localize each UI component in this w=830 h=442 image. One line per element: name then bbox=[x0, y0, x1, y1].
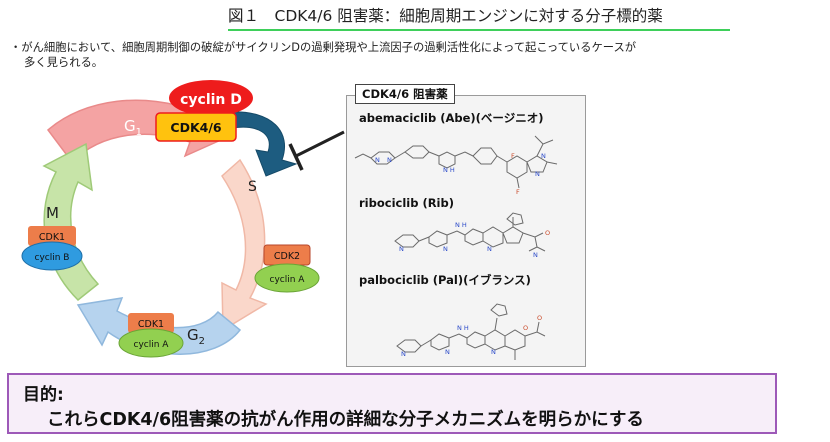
panel-title: CDK4/6 阻害薬 bbox=[355, 84, 455, 104]
intro-text: ・がん細胞において、細胞周期制御の破綻がサイクリンDの過剰発現や上流因子の過剰活… bbox=[10, 40, 825, 70]
phase-g1-label: G1 bbox=[124, 117, 142, 138]
atom-nh: N H bbox=[457, 324, 469, 332]
abemaciclib-structure: N N N H F F N N bbox=[354, 135, 558, 196]
cyclin-b-badge bbox=[21, 241, 83, 271]
intro-line-2: 多く見られる。 bbox=[24, 56, 104, 69]
inhibitor-panel: CDK4/6 阻害薬 abemaciclib (Abe)(ベージニオ) N N … bbox=[346, 84, 586, 367]
drug-name-palbociclib: palbociclib (Pal)(イブランス) bbox=[359, 273, 531, 287]
m-phase-arrow bbox=[42, 142, 100, 302]
phase-m-label: M bbox=[46, 204, 59, 222]
drug-name-ribociclib: ribociclib (Rib) bbox=[359, 196, 454, 210]
s-phase-arrow bbox=[221, 158, 268, 332]
atom-n: N bbox=[445, 348, 450, 356]
cdk46-label: CDK4/6 bbox=[170, 120, 221, 135]
atom-o: O bbox=[523, 324, 528, 332]
atom-n: N bbox=[375, 156, 380, 164]
inhibition-bar bbox=[288, 143, 304, 171]
figure-title: 図１ CDK4/6 阻害薬：細胞周期エンジンに対する分子標的薬 bbox=[228, 7, 663, 25]
goal-text: これらCDK4/6阻害薬の抗がん作用の詳細な分子メカニズムを明らかにする bbox=[47, 410, 644, 430]
phase-s-label: S bbox=[248, 179, 257, 195]
atom-nh: N H bbox=[455, 221, 467, 229]
cyclin-b-label: cyclin B bbox=[35, 253, 70, 263]
phase-g2-label: G2 bbox=[187, 326, 205, 347]
atom-f: F bbox=[511, 152, 515, 160]
goal-box: 目的: これらCDK4/6阻害薬の抗がん作用の詳細な分子メカニズムを明らかにする bbox=[7, 373, 777, 434]
cyclin-d-badge bbox=[169, 80, 253, 116]
cyclin-a-g2-badge bbox=[118, 328, 184, 358]
atom-n: N bbox=[399, 245, 404, 253]
atom-n: N bbox=[533, 251, 538, 259]
atom-o: O bbox=[537, 314, 542, 322]
atom-n: N bbox=[487, 245, 492, 253]
cyclin-a-s-label: cyclin A bbox=[270, 275, 306, 285]
palbociclib-structure: N N N H N O O bbox=[396, 303, 546, 360]
cyclin-d-label: cyclin D bbox=[180, 92, 242, 108]
atom-n: N bbox=[443, 245, 448, 253]
atom-nh: N H bbox=[443, 166, 455, 174]
atom-n: N bbox=[535, 170, 540, 178]
inhibition-line bbox=[295, 130, 345, 158]
cyclin-a-s-badge bbox=[254, 263, 320, 293]
intro-line-1: ・がん細胞において、細胞周期制御の破綻がサイクリンDの過剰発現や上流因子の過剰活… bbox=[10, 41, 637, 54]
cdk1-m-label: CDK1 bbox=[39, 232, 65, 243]
atom-n: N bbox=[541, 152, 546, 160]
goal-label: 目的: bbox=[23, 385, 64, 405]
title-underline bbox=[228, 29, 730, 31]
ribociclib-structure: N N N H N O N bbox=[394, 212, 550, 259]
atom-n: N bbox=[491, 348, 496, 356]
atom-n: N bbox=[401, 350, 406, 358]
atom-f: F bbox=[516, 188, 520, 196]
cdk46-badge bbox=[155, 112, 237, 142]
cdk1-g2-badge bbox=[128, 313, 174, 333]
drug-name-abemaciclib: abemaciclib (Abe)(ベージニオ) bbox=[359, 111, 544, 125]
atom-n: N bbox=[387, 156, 392, 164]
cdk2-label: CDK2 bbox=[274, 251, 300, 262]
cdk1-g2-label: CDK1 bbox=[138, 319, 164, 330]
cdk46-curved-arrow bbox=[229, 111, 298, 177]
atom-o: O bbox=[545, 229, 550, 237]
cdk1-m-badge bbox=[28, 226, 76, 246]
cyclin-a-g2-label: cyclin A bbox=[134, 340, 170, 350]
